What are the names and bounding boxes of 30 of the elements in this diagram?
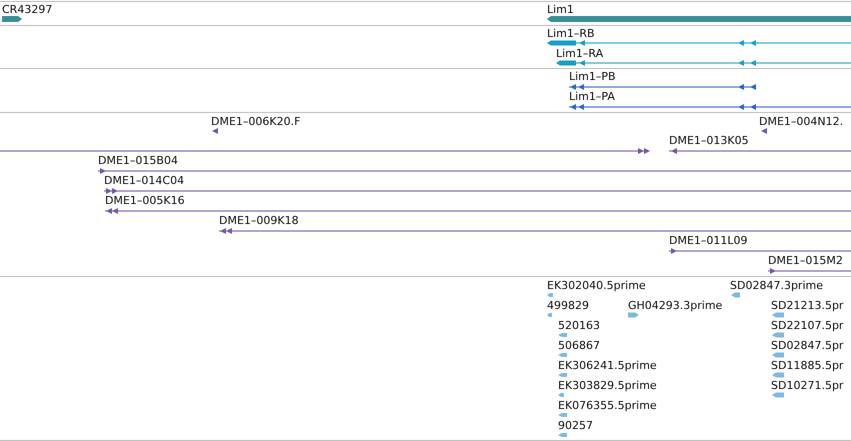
feature-label: SD10271.5pr bbox=[771, 379, 844, 392]
feature-label: EK076355.5prime bbox=[558, 399, 657, 412]
feature-label: SD22107.5pr bbox=[771, 319, 844, 332]
feature-label: DME1–015M2 bbox=[768, 254, 843, 267]
feature-label: DME1–005K16 bbox=[105, 194, 185, 207]
feature-label: Lim1–RB bbox=[547, 27, 595, 40]
feature-label: 506867 bbox=[558, 339, 600, 352]
feature-label: Lim1–PB bbox=[569, 70, 616, 83]
feature-label: CR43297 bbox=[2, 3, 52, 16]
feature-label: 499829 bbox=[547, 299, 589, 312]
feature-label: DME1–011L09 bbox=[669, 234, 748, 247]
feature-label: DME1–009K18 bbox=[219, 214, 299, 227]
feature-label: EK303829.5prime bbox=[558, 379, 657, 392]
feature-label: Lim1–RA bbox=[556, 47, 604, 60]
feature-label: DME1–014C04 bbox=[104, 174, 184, 187]
feature-label: SD11885.5pr bbox=[771, 359, 844, 372]
feature-label: Lim1–PA bbox=[569, 90, 615, 103]
feature-label: SD02847.3prime bbox=[730, 279, 823, 292]
feature-label: DME1–015B04 bbox=[98, 154, 178, 167]
feature-label: 90257 bbox=[558, 419, 593, 432]
feature-label: Lim1 bbox=[547, 3, 574, 16]
feature-label: SD21213.5pr bbox=[771, 299, 844, 312]
feature-label: EK302040.5prime bbox=[547, 279, 646, 292]
feature-label: EK306241.5prime bbox=[558, 359, 657, 372]
feature-label: DME1–004N12. bbox=[759, 115, 844, 128]
feature-label: DME1–006K20.F bbox=[211, 115, 300, 128]
feature-label: SD02847.5pr bbox=[771, 339, 844, 352]
feature-label: DME1–013K05 bbox=[669, 134, 749, 147]
feature-label: GH04293.3prime bbox=[628, 299, 722, 312]
feature-label: 520163 bbox=[558, 319, 600, 332]
